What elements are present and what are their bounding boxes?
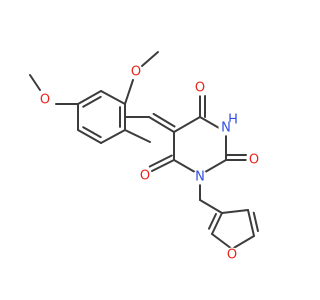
bond-ring-a6 <box>77 90 102 105</box>
bond-methyl <box>124 129 151 143</box>
bond-ring-a3 <box>100 129 126 144</box>
oxygen-label-methoxy-top: O <box>131 65 141 80</box>
oxygen-label-methoxy-left: O <box>40 93 50 108</box>
hydrogen-label-nh: H <box>228 113 238 128</box>
bond-furan-1 <box>221 209 249 214</box>
bond-furan-4 <box>211 233 233 250</box>
nitrogen-label-ring-backdrop <box>192 169 208 185</box>
oxygen-label-carbonyl-right: O <box>249 153 259 168</box>
bond-methoxy-top-ch3 <box>141 51 159 67</box>
bond-methoxy-left-ch3 <box>29 74 41 91</box>
oxygen-label-furan: O <box>227 248 237 263</box>
bond-ring-a4 <box>77 129 102 144</box>
nitrogen-label-nh: N <box>221 121 231 136</box>
bond-ring-a1 <box>100 90 126 105</box>
bond-furan-2 <box>247 209 255 237</box>
bond-pyr-1 <box>173 116 201 133</box>
oxygen-label-methoxy-left-backdrop <box>37 92 53 108</box>
bond-carbonyl-left <box>151 159 175 172</box>
oxygen-label-carbonyl-top-backdrop <box>192 80 208 96</box>
bond-ch2-furan <box>199 199 223 214</box>
nitrogen-label-ring: N <box>195 170 205 185</box>
bond-layer <box>29 51 259 250</box>
oxygen-label-carbonyl-top: O <box>195 81 205 96</box>
oxygen-label-furan-backdrop <box>224 247 240 263</box>
bond-furan-5 <box>211 212 223 235</box>
bond-methoxy-top-o <box>124 79 134 105</box>
bond-furan-3 <box>231 235 255 250</box>
bond-ring-a6-inner <box>82 95 102 108</box>
oxygen-label-methoxy-top-backdrop <box>128 64 144 80</box>
bond-vinyl-2 <box>148 116 175 133</box>
bond-furan-5-inner <box>207 213 217 230</box>
oxygen-label-carbonyl-right-backdrop <box>246 152 262 168</box>
oxygen-label-carbonyl-left: O <box>140 169 150 184</box>
bond-ring-a4-inner <box>82 126 102 139</box>
bond-furan-2-inner <box>252 211 259 232</box>
bond-vinyl-2-inner <box>152 112 176 128</box>
oxygen-label-carbonyl-left-backdrop <box>137 168 153 184</box>
bond-carbonyl-left-inner <box>148 154 173 168</box>
nitrogen-label-nh-backdrop <box>218 120 234 136</box>
